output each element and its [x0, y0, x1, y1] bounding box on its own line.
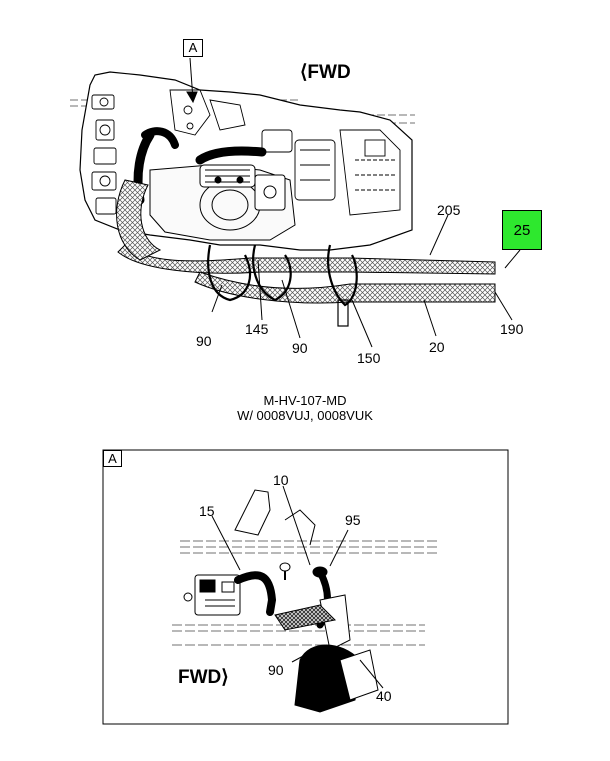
- fwd-indicator: ⟨FWD: [300, 62, 351, 83]
- callout-190: 190: [500, 321, 524, 337]
- caption-model: M-HV-107-MD: [263, 393, 347, 408]
- callout-95: 95: [345, 512, 361, 528]
- detail-fwd-indicator: FWD⟩: [178, 667, 229, 688]
- view-ref-box: A: [183, 39, 203, 57]
- caption-options: W/ 0008VUJ, 0008VUK: [237, 408, 373, 423]
- callout-10: 10: [273, 472, 289, 488]
- highlight-callout-25[interactable]: 25: [502, 210, 542, 250]
- top-view-artwork: [70, 57, 521, 348]
- callout-90-left: 90: [196, 333, 212, 349]
- callout-40: 40: [376, 688, 392, 704]
- callout-15: 15: [199, 503, 215, 519]
- detail-view-frame: [102, 449, 509, 725]
- callout-90: 90: [268, 662, 284, 678]
- callout-150: 150: [357, 350, 381, 366]
- detail-view-ref-box: A: [103, 450, 122, 467]
- callout-205: 205: [437, 202, 461, 218]
- callout-20: 20: [429, 339, 445, 355]
- detail-view-artwork: [172, 485, 440, 713]
- callout-145: 145: [245, 321, 269, 337]
- callout-90-right: 90: [292, 340, 308, 356]
